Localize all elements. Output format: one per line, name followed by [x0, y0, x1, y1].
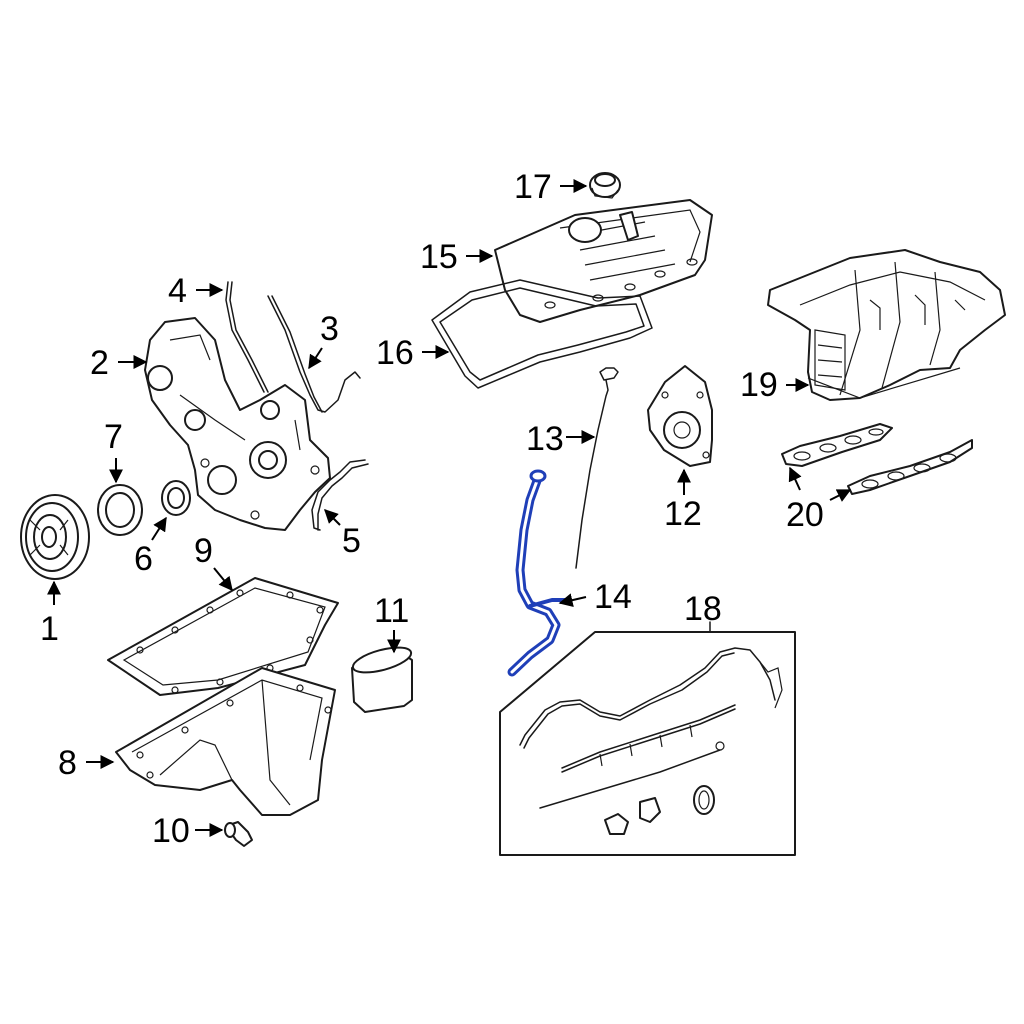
part-14-dipstick-tube[interactable]	[507, 469, 567, 677]
callout-12: 12	[664, 495, 702, 533]
part-13-dipstick[interactable]	[575, 367, 619, 569]
callout-9: 9	[194, 532, 213, 570]
part-8-oil-pan[interactable]	[115, 667, 336, 816]
callout-2: 2	[90, 344, 109, 382]
callout-7: 7	[104, 418, 123, 456]
callout-18: 18	[684, 590, 722, 628]
part-11-oil-filter[interactable]	[350, 643, 413, 713]
callout-14: 14	[594, 578, 632, 616]
part-4-cover-gasket[interactable]	[225, 281, 269, 393]
part-12-cover[interactable]	[647, 365, 713, 467]
callout-15: 15	[420, 238, 458, 276]
part-16-valve-cover-gasket[interactable]	[431, 279, 653, 389]
callout-17: 17	[514, 168, 552, 206]
part-3-cover-gasket[interactable]	[267, 295, 361, 413]
callout-13: 13	[526, 420, 564, 458]
callout-16: 16	[376, 334, 414, 372]
part-9-oil-pan-gasket[interactable]	[107, 577, 339, 696]
part-10-drain-plug[interactable]	[224, 821, 253, 847]
part-6-seal[interactable]	[161, 480, 191, 516]
callout-20: 20	[786, 496, 824, 534]
callout-10: 10	[152, 812, 190, 850]
callout-3: 3	[320, 310, 339, 348]
callout-1: 1	[40, 610, 59, 648]
part-5-gasket[interactable]	[311, 459, 369, 531]
callout-19: 19	[740, 366, 778, 404]
part-15-valve-cover[interactable]	[494, 199, 713, 323]
part-17-filler-cap[interactable]	[589, 172, 621, 199]
part-7-front-seal[interactable]	[97, 484, 143, 536]
part-19-intake-manifold[interactable]	[767, 249, 1006, 401]
callout-5: 5	[342, 522, 361, 560]
part-18-kit-box[interactable]	[499, 621, 796, 856]
part-2-timing-cover[interactable]	[144, 317, 331, 531]
part-1-crank-pulley[interactable]	[20, 494, 90, 580]
callout-4: 4	[168, 272, 187, 310]
callout-8: 8	[58, 744, 77, 782]
callout-11: 11	[374, 592, 409, 630]
part-20-intake-gaskets[interactable]	[781, 423, 973, 495]
callout-6: 6	[134, 540, 153, 578]
